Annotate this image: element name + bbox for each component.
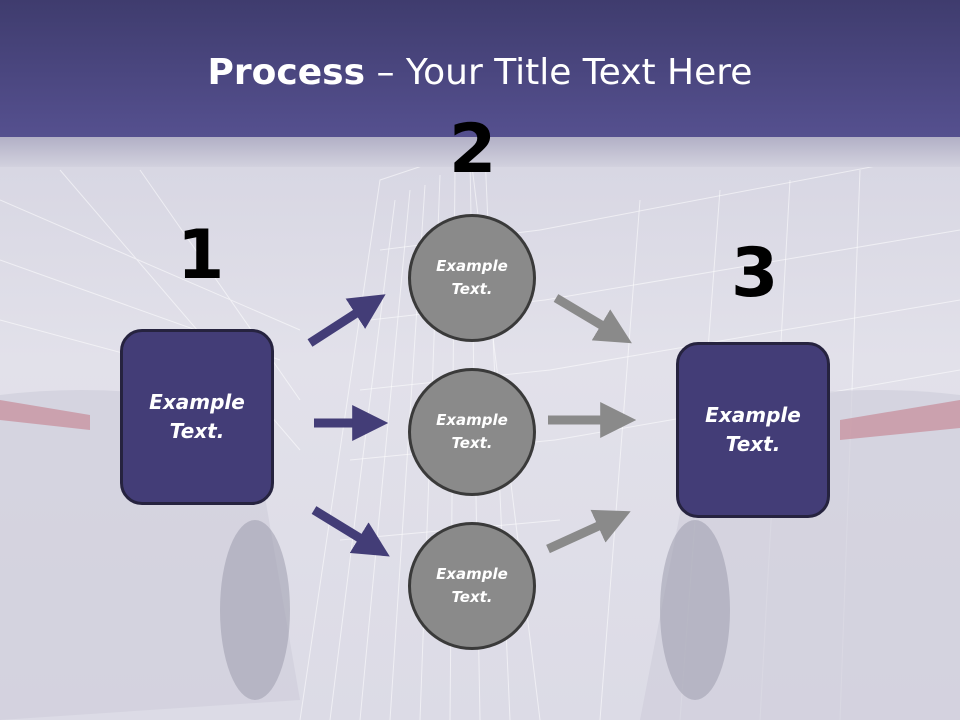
step-2-text-bottom: Example Text. [436,565,508,606]
arrow-1-to-top [307,294,386,347]
step-2-circle-top: Example Text. [408,214,536,342]
step-2-circle-bottom: Example Text. [408,522,536,650]
title-rest: – Your Title Text Here [365,52,753,93]
slide-title: Process – Your Title Text Here [0,52,960,93]
step-3-text: Example Text. [705,403,801,456]
header-band [0,137,960,167]
header-bar [0,0,960,137]
arrow-top-to-3 [553,294,632,344]
step-2-text-top: Example Text. [436,257,508,298]
step-2-text-middle: Example Text. [436,411,508,452]
step-1-text: Example Text. [149,390,245,443]
step-3-box: Example Text. [676,342,830,518]
title-bold: Process [207,52,366,93]
step-1-box: Example Text. [120,329,274,505]
arrow-1-to-bottom [311,506,390,557]
step-2-circle-middle: Example Text. [408,368,536,496]
arrow-bottom-to-3 [546,509,631,554]
step-number-1: 1 [177,216,225,295]
step-number-3: 3 [731,234,779,313]
step-number-2: 2 [449,110,497,189]
